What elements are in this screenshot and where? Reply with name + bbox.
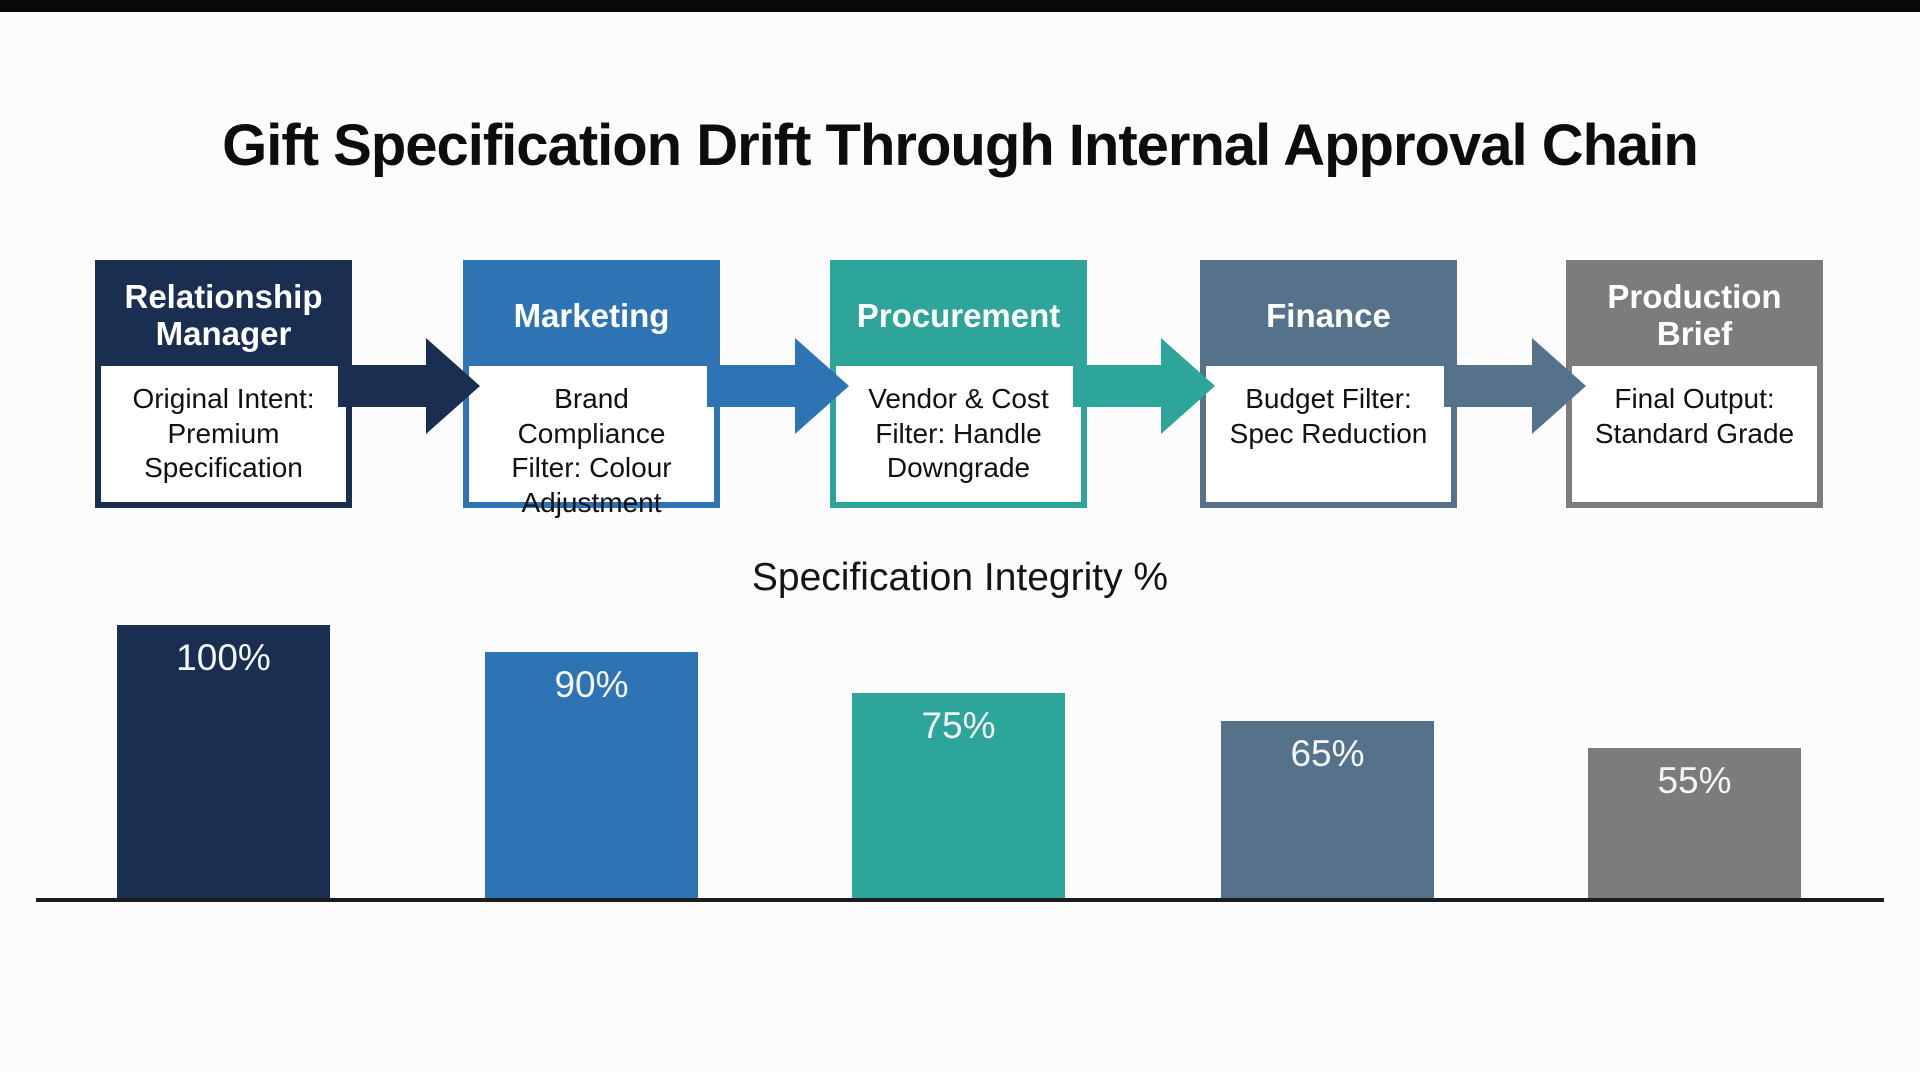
bar-value-label: 90% bbox=[554, 664, 629, 705]
flow-arrow-icon bbox=[707, 338, 849, 434]
stage-body: Brand Compliance Filter: Colour Adjustme… bbox=[469, 366, 714, 518]
bar-production-brief: 55% bbox=[1588, 748, 1801, 898]
stage-body: Budget Filter: Spec Reduction bbox=[1206, 366, 1451, 502]
bar-procurement: 75% bbox=[852, 693, 1065, 898]
stage-header: Procurement bbox=[836, 266, 1081, 366]
page-title: Gift Specification Drift Through Interna… bbox=[222, 113, 1699, 178]
top-border-strip bbox=[0, 0, 1920, 12]
bar-value-label: 55% bbox=[1657, 760, 1732, 801]
x-axis-line bbox=[36, 898, 1884, 902]
arrow-head bbox=[426, 338, 480, 434]
bar-relationship-manager: 100% bbox=[117, 625, 330, 898]
arrow-shaft bbox=[1444, 365, 1534, 407]
arrow-head bbox=[795, 338, 849, 434]
bar-value-label: 75% bbox=[921, 705, 996, 746]
bar-marketing: 90% bbox=[485, 652, 698, 898]
arrow-head bbox=[1532, 338, 1586, 434]
stage-body: Vendor & Cost Filter: Handle Downgrade bbox=[836, 366, 1081, 502]
arrow-shaft bbox=[338, 365, 428, 407]
flow-arrow-icon bbox=[1444, 338, 1586, 434]
flow-arrow-icon bbox=[1073, 338, 1215, 434]
chart-title: Specification Integrity % bbox=[751, 556, 1169, 599]
stage-body: Final Output: Standard Grade bbox=[1572, 366, 1817, 502]
arrow-head bbox=[1161, 338, 1215, 434]
bar-finance: 65% bbox=[1221, 721, 1434, 898]
stage-header: Production Brief bbox=[1572, 266, 1817, 366]
stage-marketing: Marketing Brand Compliance Filter: Colou… bbox=[463, 260, 720, 518]
arrow-shaft bbox=[707, 365, 797, 407]
stage-header: Relationship Manager bbox=[101, 266, 346, 366]
stage-production-brief: Production Brief Final Output: Standard … bbox=[1566, 260, 1823, 508]
stage-header: Finance bbox=[1206, 266, 1451, 366]
bar-value-label: 100% bbox=[176, 637, 271, 678]
bar-value-label: 65% bbox=[1290, 733, 1365, 774]
stage-relationship-manager: Relationship Manager Original Intent: Pr… bbox=[95, 260, 352, 508]
flow-arrow-icon bbox=[338, 338, 480, 434]
stage-finance: Finance Budget Filter: Spec Reduction bbox=[1200, 260, 1457, 508]
stage-header: Marketing bbox=[469, 266, 714, 366]
stage-body: Original Intent: Premium Specification bbox=[101, 366, 346, 502]
stage-procurement: Procurement Vendor & Cost Filter: Handle… bbox=[830, 260, 1087, 508]
arrow-shaft bbox=[1073, 365, 1163, 407]
